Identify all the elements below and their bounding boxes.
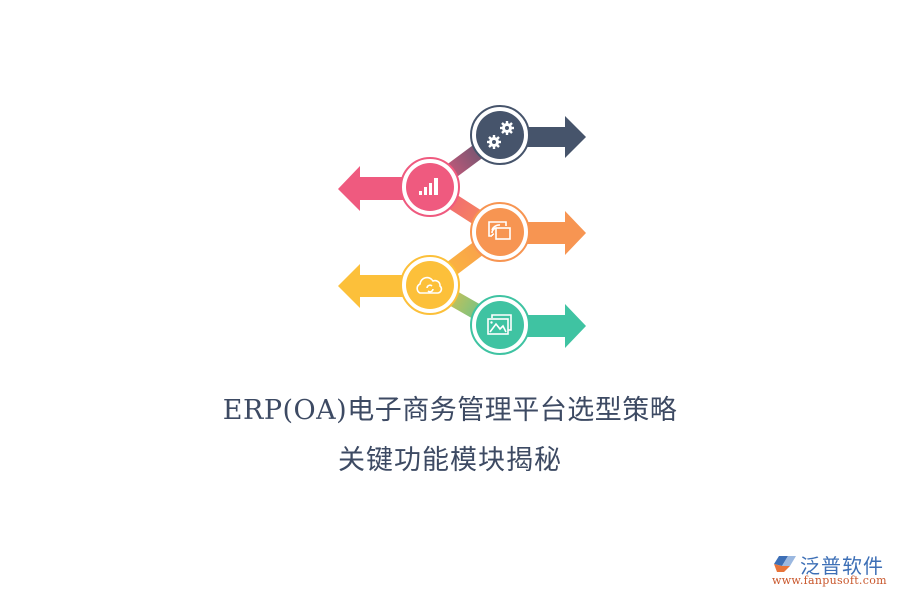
cloud-sync-icon (416, 276, 443, 294)
logo-url: www.fanpusoft.com (772, 574, 887, 587)
title-line-1: ERP(OA)电子商务管理平台选型策略 (222, 395, 678, 426)
step-screen-cast (470, 202, 530, 262)
arrow-right-1 (510, 116, 586, 158)
step-image-gallery (470, 295, 530, 355)
image-gallery-icon (487, 314, 512, 335)
arrow-left-2 (338, 166, 420, 211)
step-bar-chart (400, 157, 460, 217)
step-cloud-sync (400, 255, 460, 315)
title-line-2: 关键功能模块揭秘 (338, 445, 562, 476)
gears-icon (487, 121, 514, 149)
step-gears (470, 105, 530, 165)
brand-logo[interactable]: 泛普软件 www.fanpusoft.com (766, 552, 896, 592)
arrow-right-5 (510, 304, 586, 348)
screen-cast-icon (488, 221, 511, 240)
arrow-left-4 (338, 264, 420, 308)
bar-chart-icon (419, 178, 438, 195)
arrow-right-3 (510, 211, 586, 255)
logo-mark-icon (774, 556, 796, 572)
logo-name: 泛普软件 (800, 554, 884, 578)
